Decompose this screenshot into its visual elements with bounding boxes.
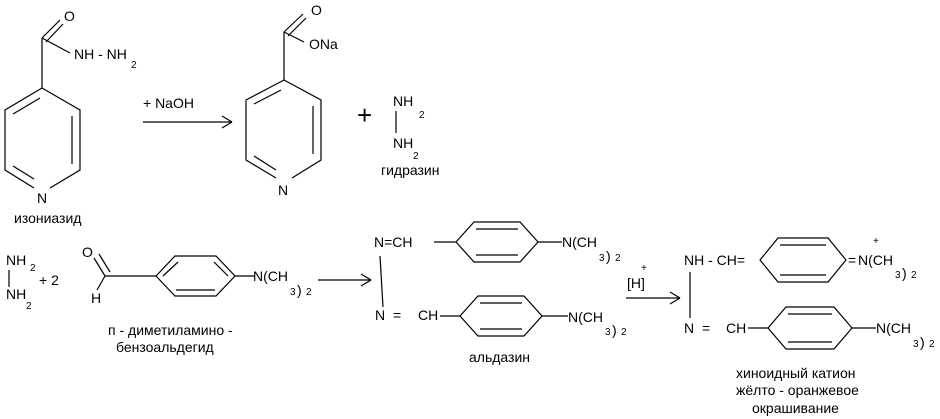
aldazine-top-link: N=CH [374,234,413,250]
aldehyde-oxygen: O [82,244,93,260]
quinoid-name-line1: хиноидный катион [736,365,856,381]
hydrazine2-structure: NH 2 NH 2 [6,252,36,312]
quinoid-bottom-dimethylamino: N(CH [876,320,911,336]
product-sodium-oxide: ONa [309,36,338,52]
reaction3-arrow [626,291,681,305]
quinoid-top-dimethylamino: N(CH [858,252,893,268]
aldehyde-hydrogen: H [91,290,101,306]
quinoid-name-line3: окрашивание [752,400,839,416]
quinoid-ring-double-bond: = [848,252,856,268]
aldazine-top-dimethylamino: N(CH [562,234,597,250]
isoniazid-ring-nitrogen: N [37,190,47,206]
catalyst-charge: + [641,263,647,274]
aldazine-bottom-subscript-3: 3 [605,327,611,338]
isoniazid-oxygen: O [64,8,75,24]
aldazine-bottom-ch: CH [418,307,438,323]
hydrazine-top-subscript: 2 [419,110,425,121]
quinoid-bottom-subscript-2: 2 [929,339,935,350]
product-oxygen: O [311,2,322,18]
hydrazine2-bottom-subscript: 2 [26,301,32,312]
quinoid-top-subscript-3: 3 [895,270,901,281]
reaction1-reagent: + NaOH [143,95,194,111]
hydrazine-bottom-nh: NH [393,135,413,151]
aldazine-top-subscript-3: 3 [599,253,605,264]
reaction1-plus: + [357,100,372,130]
aldazine-bottom-nitrogen: N [375,307,385,323]
quinoid-bottom-double-bond: = [702,320,710,336]
hydrazine-bottom-subscript: 2 [413,151,419,162]
isoniazid-name: изониазид [14,210,81,226]
hydrazine2-top-superscript: 2 [30,263,36,274]
quinoid-top-subscript-2: 2 [911,270,917,281]
quinoid-cation-structure: NH - CH= = + N(CH 3 ) 2 N = CH N(CH 3 ) … [684,236,935,350]
quinoid-bottom-close-paren: ) [920,334,925,350]
reaction2-plus-two: + 2 [39,272,59,288]
isoniazid-hydrazide-group: NH - NH [74,46,127,62]
aldehyde-dimethylamino: N(CH [253,268,288,284]
quinoid-bottom-subscript-3: 3 [913,339,919,350]
aldehyde-structure: O H N(CH 3 ) 2 [82,244,312,306]
aldehyde-subscript-2: 2 [306,287,312,298]
hydrazine2-top-nh: NH [6,252,26,268]
reaction2-arrow [318,273,372,287]
hydrazine-structure: NH 2 NH 2 [393,93,425,162]
hydrazine-top-nh: NH [393,93,413,109]
aldehyde-name-line2: бензоальдегид [116,339,214,355]
quinoid-bottom-nitrogen: N [684,320,694,336]
aldazine-bottom-double-bond: = [393,307,401,323]
quinoid-top-close-paren: ) [902,265,907,281]
aldehyde-subscript-3: 3 [290,287,296,298]
product-ring-nitrogen: N [278,182,288,198]
aldazine-bottom-close-paren: ) [612,322,617,338]
isoniazid-structure: O NH - NH 2 N [4,8,137,206]
hydrazine2-bottom-nh: NH [6,286,26,302]
aldazine-name: альдазин [469,349,530,365]
quinoid-bottom-ch: CH [726,320,746,336]
aldehyde-close-paren: ) [297,282,302,298]
aldazine-bottom-subscript-2: 2 [621,327,627,338]
aldazine-top-close-paren: ) [606,248,611,264]
catalyst-label: [H] [627,275,645,291]
aldazine-bottom-dimethylamino: N(CH [568,309,603,325]
sodium-isonicotinate-structure: O ONa N [245,2,338,198]
hydrazine-name: гидразин [381,162,439,178]
quinoid-top-link: NH - CH= [684,252,745,268]
aldazine-top-subscript-2: 2 [615,253,621,264]
aldehyde-name-line1: п - диметиламино - [108,322,233,338]
aldazine-structure: N=CH N(CH 3 ) 2 N = CH N(CH 3 ) 2 [374,221,627,338]
quinoid-name-line2: жёлто - оранжевое [736,382,859,398]
quinoid-charge: + [873,236,879,247]
isoniazid-hydrazide-subscript: 2 [131,60,137,71]
reaction1-arrow [143,115,233,129]
